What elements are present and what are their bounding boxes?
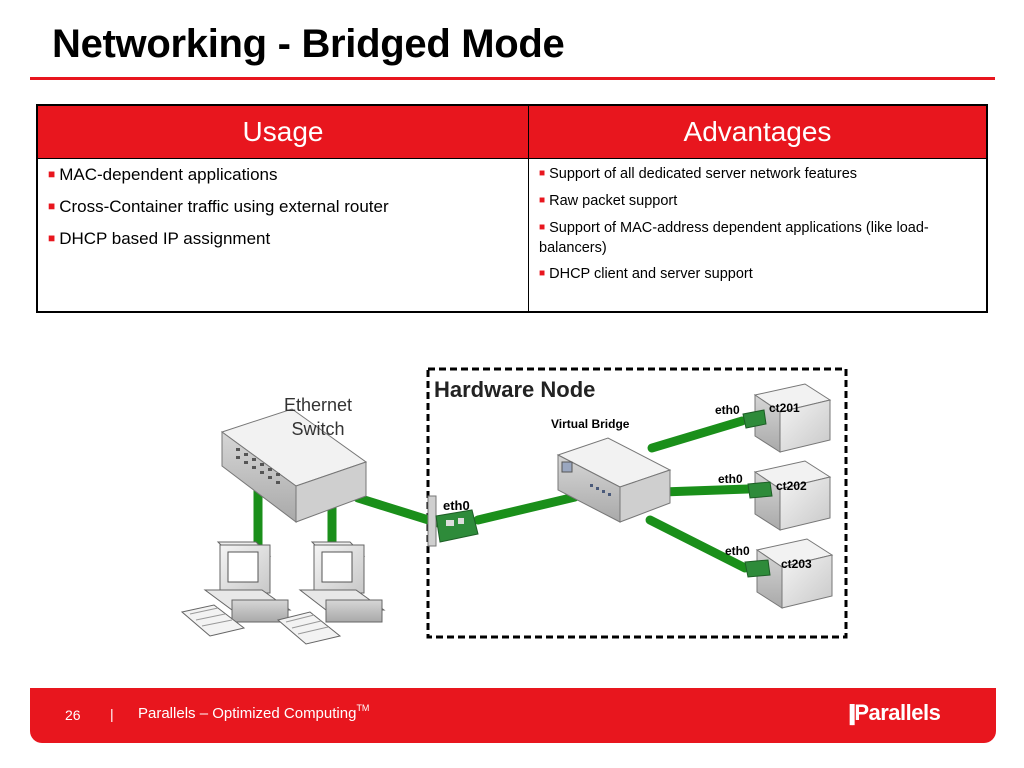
- page-number: 26: [65, 707, 81, 723]
- network-card-icon: [747, 481, 773, 499]
- advantages-list: ■Support of all dedicated server network…: [539, 165, 978, 285]
- container-nic-label: eth0: [725, 544, 750, 558]
- container-name: ct202: [776, 479, 807, 493]
- network-card-icon: [742, 409, 767, 429]
- cable-bridge-ct201: [647, 416, 747, 453]
- advantage-item: ■Raw packet support: [539, 193, 678, 209]
- bullet-icon: ■: [539, 268, 546, 279]
- parallels-logo: ||Parallels: [848, 700, 941, 725]
- usage-list: ■MAC-dependent applications ■Cross-Conta…: [48, 165, 520, 250]
- switch-label-line2: Switch: [291, 419, 344, 439]
- parallels-bars-icon: ||: [848, 700, 857, 725]
- cable-bridge-ct202: [657, 484, 753, 497]
- container-name: ct201: [769, 401, 800, 415]
- advantage-item: ■DHCP client and server support: [539, 266, 753, 282]
- slide-title: Networking - Bridged Mode: [52, 22, 565, 66]
- switch-label-line1: Ethernet: [284, 395, 352, 415]
- footer-separator: |: [110, 706, 114, 722]
- footer-bar: 26 | Parallels – Optimized ComputingTM |…: [30, 688, 996, 743]
- advantages-header: Advantages: [528, 104, 988, 159]
- bullet-icon: ■: [48, 231, 56, 245]
- host-nic-label: eth0: [443, 498, 470, 513]
- usage-item: ■DHCP based IP assignment: [48, 229, 271, 248]
- cable-switch-eth0: [353, 493, 443, 528]
- footer-tagline: Parallels – Optimized ComputingTM: [138, 703, 370, 722]
- bullet-icon: ■: [48, 167, 56, 181]
- container-name: ct203: [781, 557, 812, 571]
- advantage-item: ■Support of all dedicated server network…: [539, 166, 858, 182]
- cable-bridge-ct203: [645, 515, 750, 573]
- bullet-icon: ■: [48, 199, 56, 213]
- container-box-icon: [753, 383, 832, 453]
- title-underline: [30, 77, 995, 80]
- bullet-icon: ■: [539, 195, 546, 206]
- hardware-node-title: Hardware Node: [434, 377, 595, 402]
- ethernet-switch-icon: [220, 408, 368, 524]
- virtual-bridge-icon: [556, 437, 672, 523]
- container-nic-label: eth0: [718, 472, 743, 486]
- cable-eth0-bridge: [473, 492, 580, 525]
- network-card-icon: [427, 495, 479, 547]
- usage-cell: ■MAC-dependent applications ■Cross-Conta…: [36, 158, 529, 313]
- virtual-bridge-label: Virtual Bridge: [551, 417, 630, 431]
- container-box-icon: [753, 460, 832, 531]
- network-card-icon: [744, 559, 771, 578]
- bullet-icon: ■: [539, 168, 546, 179]
- usage-advantages-table: Usage Advantages ■MAC-dependent applicat…: [36, 104, 988, 313]
- bullet-icon: ■: [539, 222, 546, 233]
- trademark-mark: TM: [356, 703, 370, 713]
- advantage-item: ■Support of MAC-address dependent applic…: [539, 220, 929, 256]
- network-diagram: Ethernet Switch eth0 Hardware No: [180, 367, 848, 645]
- computer-icon: [276, 541, 386, 645]
- usage-item: ■Cross-Container traffic using external …: [48, 197, 389, 216]
- container-nic-label: eth0: [715, 403, 740, 417]
- advantages-cell: ■Support of all dedicated server network…: [528, 158, 988, 313]
- usage-header: Usage: [36, 104, 529, 159]
- computer-icon: [180, 541, 292, 637]
- usage-item: ■MAC-dependent applications: [48, 165, 278, 184]
